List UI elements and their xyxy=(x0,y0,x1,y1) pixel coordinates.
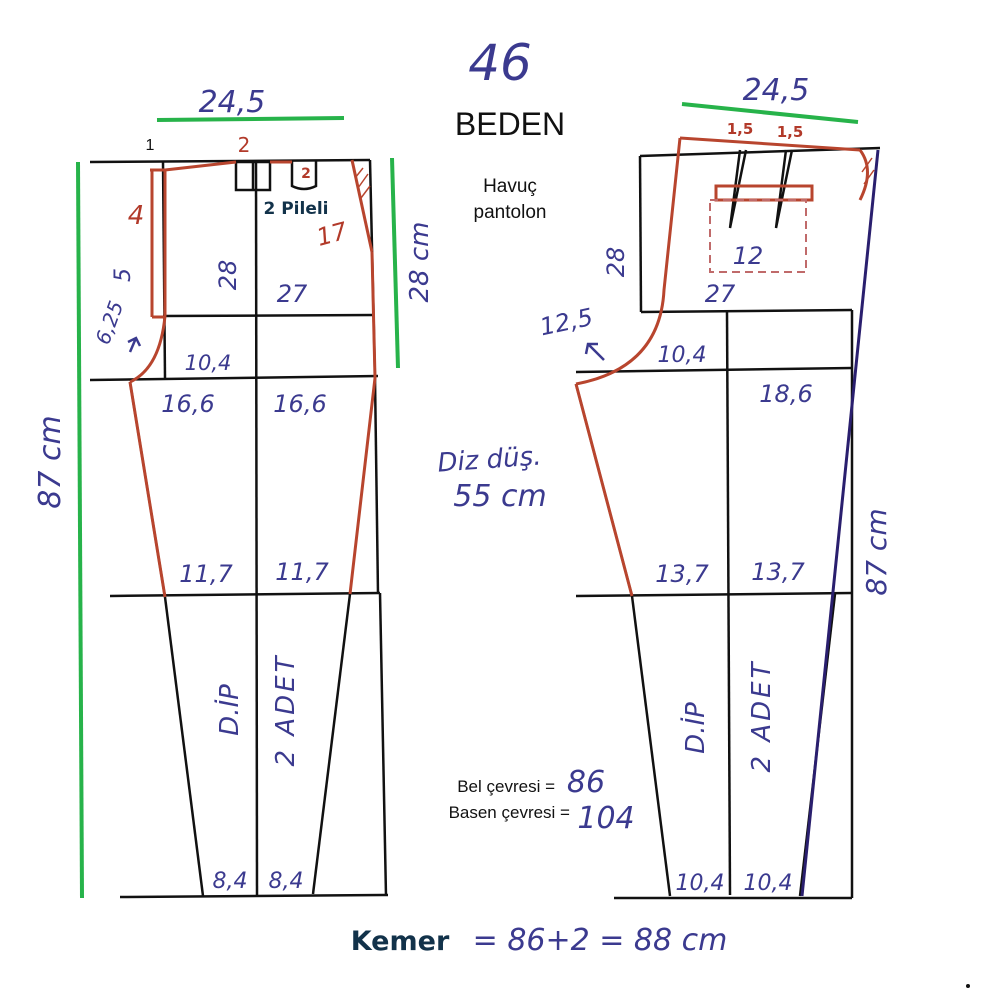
back-top-measure-line xyxy=(681,102,859,124)
belt-formula: = 86+2 = 88 cm xyxy=(473,923,728,958)
front-knee-left: 11,7 xyxy=(179,560,233,588)
back-crotch-ext-width: 10,4 xyxy=(658,343,707,368)
waist-value: 86 xyxy=(567,765,605,800)
corner-dot xyxy=(966,984,970,988)
front-crotch-ext-width: 10,4 xyxy=(185,351,232,375)
back-knee-left: 13,7 xyxy=(655,560,709,588)
front-rise-measure-line xyxy=(390,157,400,369)
front-rise-cm: 28 cm xyxy=(405,222,435,303)
back-pocket-size: 12 xyxy=(733,242,764,270)
front-hatch xyxy=(354,167,371,199)
back-crotch-arrow xyxy=(584,342,605,361)
front-grain-text: D.İP xyxy=(213,684,245,736)
front-full-length: 87 cm xyxy=(33,415,68,508)
hip-label: Basen çevresi = xyxy=(449,803,570,822)
back-grain-text: D.İP xyxy=(679,702,711,754)
style-line-1: Havuç xyxy=(483,176,537,197)
style-line-2: pantolon xyxy=(474,202,547,223)
knee-note-line-2: 55 cm xyxy=(453,479,546,514)
front-top-measure-line xyxy=(156,116,345,122)
back-hem-right: 10,4 xyxy=(744,871,793,896)
front-count-text: 2 ADET xyxy=(271,654,301,767)
back-hip-line: 27 xyxy=(705,280,736,308)
front-frame xyxy=(89,158,389,899)
back-full-length: 87 cm xyxy=(860,508,893,595)
back-outline xyxy=(574,136,869,597)
back-dart-2: 1,5 xyxy=(777,123,804,141)
front-hem-right: 8,4 xyxy=(269,869,304,894)
front-length-measure-line xyxy=(76,161,84,899)
back-hatch xyxy=(861,157,875,185)
front-outline xyxy=(128,159,377,598)
back-crotch-ext-num: 12,5 xyxy=(537,303,595,341)
front-crotch-arrow xyxy=(127,336,142,353)
back-dart-1: 1,5 xyxy=(727,120,754,138)
front-side-slant: 17 xyxy=(314,217,351,252)
front-top-width: 24,5 xyxy=(199,85,266,120)
front-crotch-rise-label: 4 xyxy=(128,201,145,231)
front-piece xyxy=(76,116,400,899)
back-knee-right: 13,7 xyxy=(751,558,805,586)
back-top-width: 24,5 xyxy=(743,73,810,108)
back-piece xyxy=(574,102,881,900)
back-pocket-outline xyxy=(709,199,807,273)
back-count-text: 2 ADET xyxy=(747,660,777,773)
front-knee-right: 11,7 xyxy=(275,558,329,586)
front-corner-mark: 1 xyxy=(146,137,155,154)
size-word: BEDEN xyxy=(455,106,565,142)
front-pleat-label: 2 Pileli xyxy=(263,199,328,219)
front-pleat-size: 2 xyxy=(301,166,311,182)
back-hem-left: 10,4 xyxy=(676,871,725,896)
front-hip-left: 16,6 xyxy=(161,390,214,418)
front-crotch-depth: 28 xyxy=(214,260,242,291)
back-crotch-depth: 28 xyxy=(602,247,630,278)
front-crotch-ext-num: 6,25 xyxy=(91,298,129,348)
front-hem-left: 8,4 xyxy=(213,869,248,894)
back-grain-line xyxy=(800,149,880,897)
front-hip-right: 16,6 xyxy=(273,390,326,418)
front-waist-offset: 2 xyxy=(238,133,251,157)
waist-label: Bel çevresi = xyxy=(457,777,555,796)
hip-value: 104 xyxy=(577,801,634,836)
size-number: 46 xyxy=(468,34,532,92)
front-inner-rise-label: 5 xyxy=(111,268,136,282)
back-hip-right: 18,6 xyxy=(759,380,812,408)
knee-note-line-1: Diz düş. xyxy=(437,441,543,478)
front-hip-line: 27 xyxy=(277,280,308,308)
belt-label: Kemer xyxy=(351,926,450,957)
